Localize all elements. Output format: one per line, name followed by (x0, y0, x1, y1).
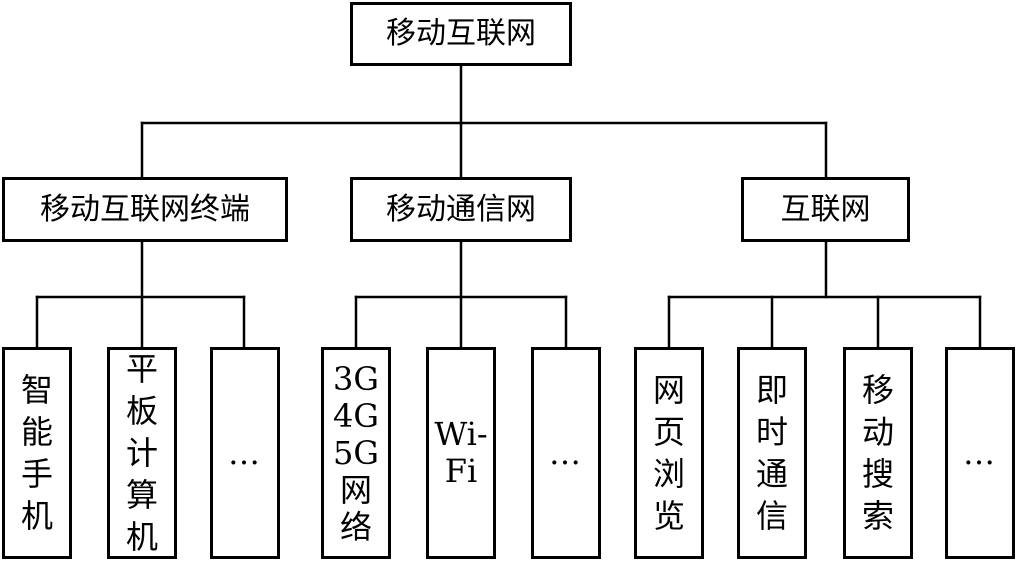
leaf-node-internet-more: … (945, 347, 1015, 559)
leaf-node-internet-more-label: … (963, 434, 997, 472)
leaf-node-smartphone: 智 能 手 机 (2, 347, 72, 559)
leaf-node-instant-messaging: 即 时 通 信 (737, 347, 807, 559)
leaf-node-mobile-search-label: 移 动 搜 索 (861, 371, 894, 535)
leaf-node-smartphone-label: 智 能 手 机 (20, 371, 53, 535)
leaf-node-mobile-search: 移 动 搜 索 (843, 347, 913, 559)
category-node-internet: 互联网 (741, 177, 910, 242)
leaf-node-instant-messaging-label: 即 时 通 信 (755, 371, 788, 535)
leaf-node-wifi: Wi- Fi (426, 347, 496, 559)
leaf-node-web-browsing-label: 网 页 浏 览 (652, 371, 685, 535)
leaf-node-terminal-more: … (210, 347, 280, 559)
leaf-node-terminal-more-label: … (228, 434, 262, 472)
leaf-node-web-browsing: 网 页 浏 览 (634, 347, 704, 559)
leaf-node-tablet: 平 板 计 算 机 (107, 347, 177, 559)
category-node-terminal-label: 移动互联网终端 (40, 191, 250, 227)
category-node-terminal: 移动互联网终端 (2, 177, 288, 242)
root-node-label: 移动互联网 (386, 16, 536, 51)
leaf-node-network-more: … (531, 347, 601, 559)
category-node-network-label: 移动通信网 (386, 191, 536, 227)
leaf-node-network-more-label: … (549, 434, 583, 472)
category-node-internet-label: 互联网 (780, 191, 871, 227)
category-node-network: 移动通信网 (350, 177, 572, 242)
leaf-node-cellular: 3G 4G 5G 网 络 (321, 347, 391, 559)
leaf-node-tablet-label: 平 板 计 算 机 (125, 350, 158, 556)
leaf-node-wifi-label: Wi- Fi (434, 415, 488, 490)
leaf-node-cellular-label: 3G 4G 5G 网 络 (333, 359, 379, 546)
root-node: 移动互联网 (350, 2, 572, 66)
